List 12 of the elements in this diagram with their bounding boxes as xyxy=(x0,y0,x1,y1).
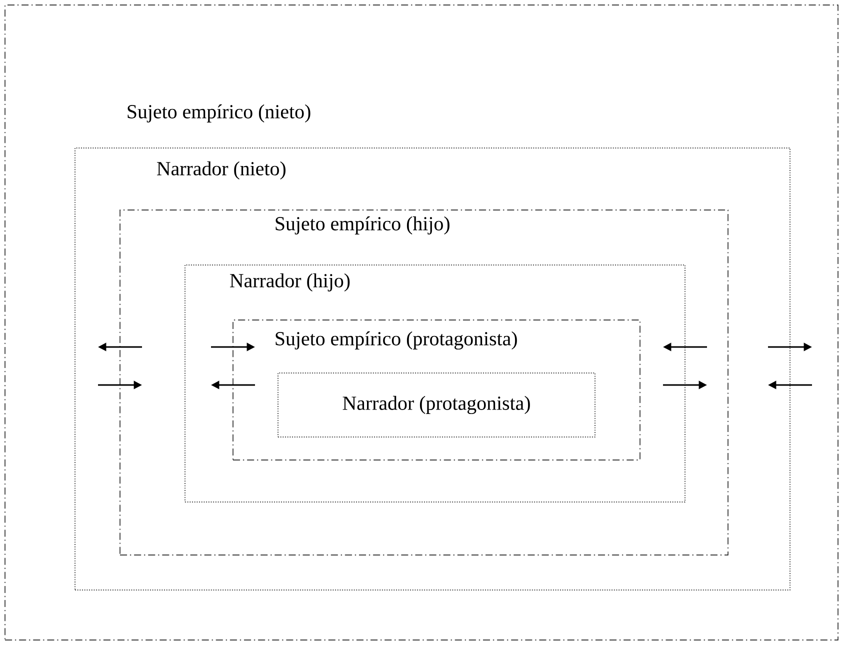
nested-box xyxy=(278,372,596,438)
nested-box xyxy=(4,4,838,640)
box-label: Narrador (protagonista) xyxy=(342,396,530,414)
nested-box xyxy=(120,210,728,556)
nested-box xyxy=(74,148,790,590)
box-label: Narrador (hijo) xyxy=(230,273,350,292)
box-label: Sujeto empírico (hijo) xyxy=(276,216,450,234)
nested-box xyxy=(232,320,640,460)
box-label: Sujeto empírico (nieto) xyxy=(128,104,310,122)
box-label: Sujeto empírico (protagonista) xyxy=(276,331,517,350)
box-label: Narrador (nieto) xyxy=(156,161,286,180)
nested-box xyxy=(184,264,686,502)
